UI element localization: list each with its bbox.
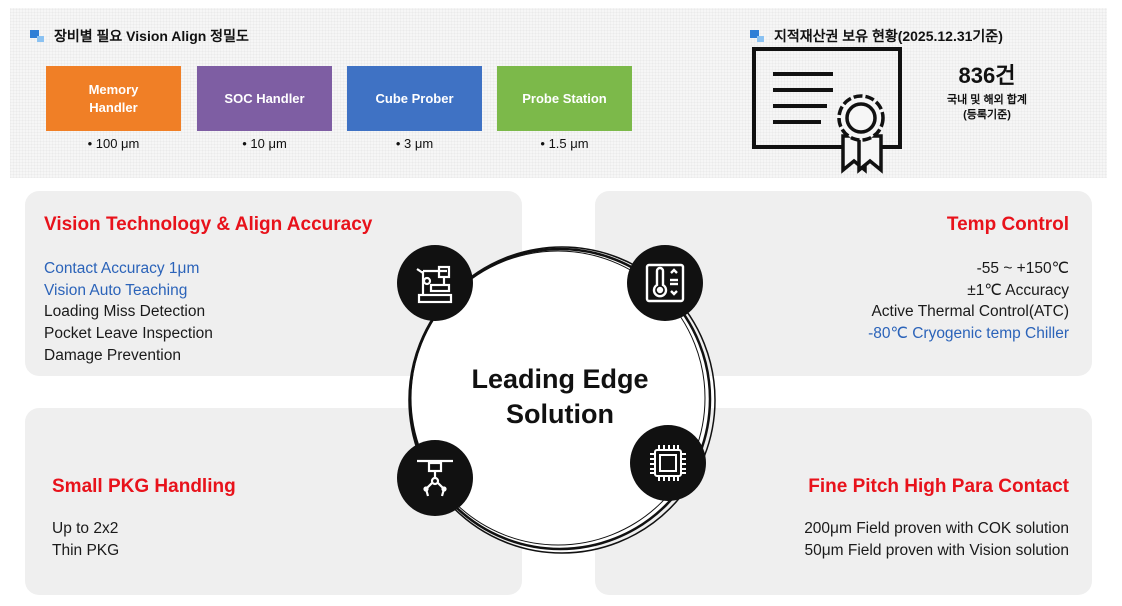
ip-section-title: 지적재산권 보유 현황(2025.12.31기준) xyxy=(750,26,1003,46)
memory-handler-box: Memory Handler xyxy=(46,66,181,131)
small-pkg-lines: Up to 2x2 Thin PKG xyxy=(52,518,119,561)
probe-station-label: Probe Station xyxy=(522,90,607,106)
ip-description: 국내 및 해외 합계 (등록기준) xyxy=(917,93,1057,124)
fine-pitch-lines: 200μm Field proven with COK solution 50μ… xyxy=(804,518,1069,561)
vision-lines: Contact Accuracy 1μm Vision Auto Teachin… xyxy=(44,258,213,366)
center-label-line1: Leading Edge xyxy=(471,364,649,394)
thermometer-icon xyxy=(627,245,703,321)
temp-line: -55 ~ +150℃ xyxy=(976,260,1069,277)
soc-handler-spec: • 10 μm xyxy=(242,136,287,151)
square-bullet-icon xyxy=(30,30,44,42)
precision-section-title: 장비별 필요 Vision Align 정밀도 xyxy=(30,26,249,46)
fine-pitch-line: 200μm Field proven with COK solution xyxy=(804,520,1069,537)
soc-handler-label: SOC Handler xyxy=(224,90,305,106)
ip-title-text: 지적재산권 보유 현황(2025.12.31기준) xyxy=(774,28,1003,44)
vision-line: Pocket Leave Inspection xyxy=(44,325,213,343)
precision-title-text: 장비별 필요 Vision Align 정밀도 xyxy=(54,28,249,44)
ip-count: 836건 xyxy=(958,63,1016,88)
temp-lines: -55 ~ +150℃ ±1℃ Accuracy Active Thermal … xyxy=(868,258,1069,345)
vision-line: Loading Miss Detection xyxy=(44,303,206,321)
square-bullet-icon xyxy=(750,30,764,42)
soc-handler-box: SOC Handler xyxy=(197,66,332,131)
center-label: Leading Edge Solution xyxy=(440,362,680,432)
cube-prober-spec: • 3 μm xyxy=(395,136,434,151)
probe-station-spec: • 1.5 μm xyxy=(540,136,589,151)
temp-line: Active Thermal Control(ATC) xyxy=(871,303,1069,321)
ip-desc-line2: (등록기준) xyxy=(963,109,1011,122)
fine-pitch-title: Fine Pitch High Para Contact xyxy=(808,476,1069,497)
chip-icon xyxy=(630,425,706,501)
vision-line: Vision Auto Teaching xyxy=(44,281,188,299)
microscope-icon xyxy=(397,245,473,321)
fine-pitch-line: 50μm Field proven with Vision solution xyxy=(804,541,1069,559)
temp-line: -80℃ Cryogenic temp Chiller xyxy=(868,325,1069,343)
vision-line: Damage Prevention xyxy=(44,346,181,364)
gripper-icon xyxy=(397,440,473,516)
small-pkg-line: Thin PKG xyxy=(52,541,120,559)
temp-title: Temp Control xyxy=(946,214,1069,235)
cube-prober-box: Cube Prober xyxy=(347,66,482,131)
small-pkg-title: Small PKG Handling xyxy=(52,476,236,497)
center-label-line2: Solution xyxy=(506,399,614,430)
vision-title: Vision Technology & Align Accuracy xyxy=(44,214,373,235)
probe-station-box: Probe Station xyxy=(497,66,632,131)
cube-prober-label: Cube Prober xyxy=(375,90,454,106)
temp-line: ±1℃ Accuracy xyxy=(967,281,1069,299)
certificate-icon xyxy=(752,47,902,174)
ip-desc-line1: 국내 및 해외 합계 xyxy=(946,94,1027,106)
vision-line: Contact Accuracy 1μm xyxy=(44,260,200,277)
memory-handler-label: Memory Handler xyxy=(88,81,139,115)
small-pkg-line: Up to 2x2 xyxy=(52,520,119,537)
memory-handler-spec: • 100 μm xyxy=(87,136,140,151)
